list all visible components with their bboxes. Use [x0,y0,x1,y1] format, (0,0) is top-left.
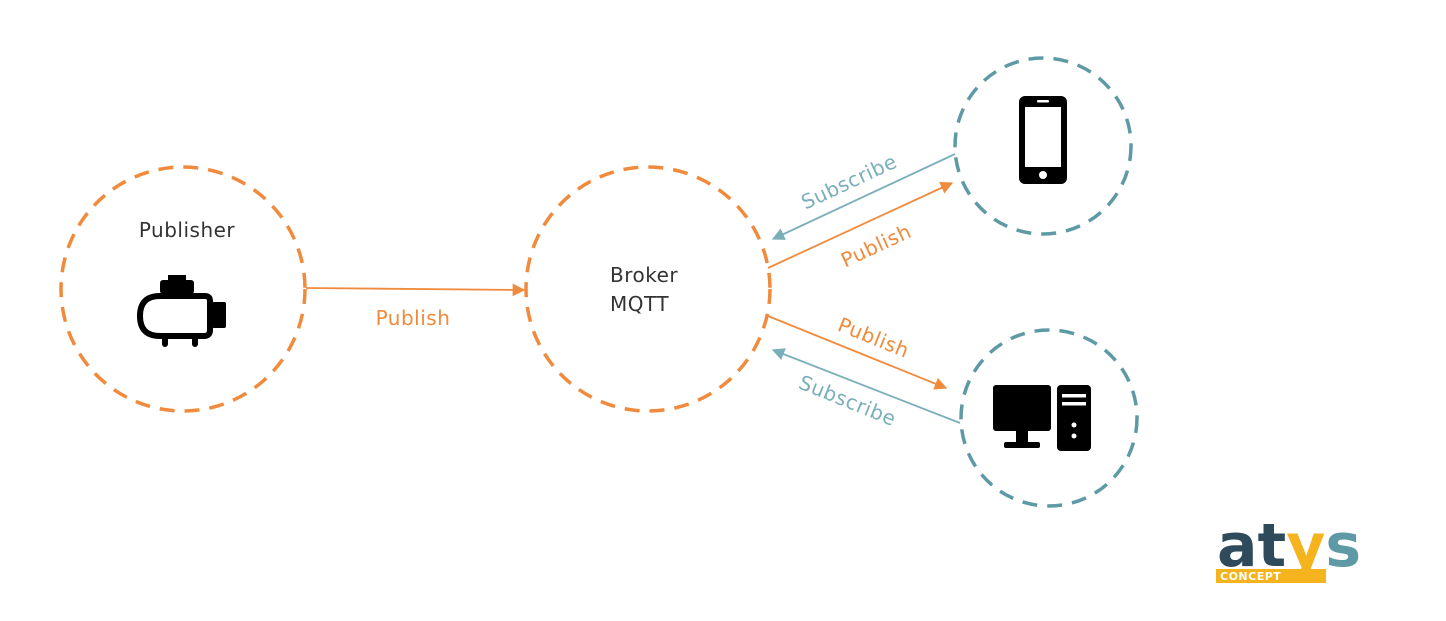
publisher-to-broker-label: Publish [376,306,451,330]
atys-logo: atys CONCEPT [1216,511,1361,583]
smartphone-icon [1019,96,1067,184]
computer-subscribe-arrow [771,348,961,424]
broker-publish-computer-label: Publish [834,312,912,362]
broker-label-line2: MQTT [610,292,669,316]
publisher-to-broker-arrow [305,283,526,297]
broker-publish-phone-arrow [767,182,954,269]
desktop-computer-icon [993,385,1091,451]
broker-publish-computer-arrow [767,315,948,390]
publisher-node-circle [59,165,307,413]
phone-node-circle [953,56,1133,236]
broker-node-circle [524,165,772,413]
broker-publish-phone-label: Publish [837,219,915,272]
broker-label-line1: Broker [610,263,678,287]
publisher-label: Publisher [139,218,236,242]
atys-logo-sub: CONCEPT [1220,570,1281,583]
motor-icon [137,275,226,347]
phone-subscribe-arrow [771,153,956,240]
computer-node-circle [959,328,1139,508]
